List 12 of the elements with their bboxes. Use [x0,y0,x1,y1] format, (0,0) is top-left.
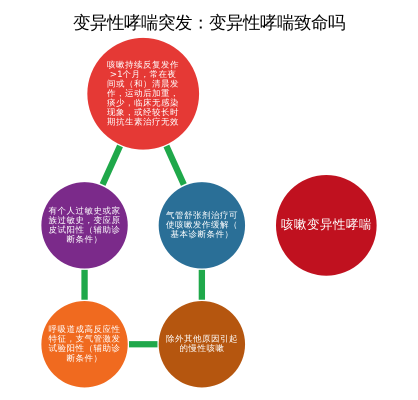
connector [164,144,187,186]
node-circle: 呼吸道成高反应性特征，支气管激发试验阳性（辅助诊断条件） [38,298,130,390]
node-circle: 咳嗽变异性哮喘 [274,172,380,278]
node-circle: 除外其他原因引起的慢性咳嗽 [156,298,248,390]
node-circle: 有个人过敏史或家族过敏史，变应原皮试阳性（辅助诊断条件） [38,180,130,271]
node-circle: 咳嗽持续反复发作>1个月，常在夜间或（和）清晨发作，运动后加重，痰少，临床无感染现象，或经较长时期抗生素治疗无效 [84,36,202,152]
connector [198,270,206,300]
node-circle: 气管舒张剂治疗可使咳嗽发作缓解（基本诊断条件） [156,180,248,271]
connector [81,270,88,300]
connector [100,144,123,186]
connector [129,341,158,348]
diagram-title: 变异性哮喘突发：变异性哮喘致命吗 [73,13,345,34]
